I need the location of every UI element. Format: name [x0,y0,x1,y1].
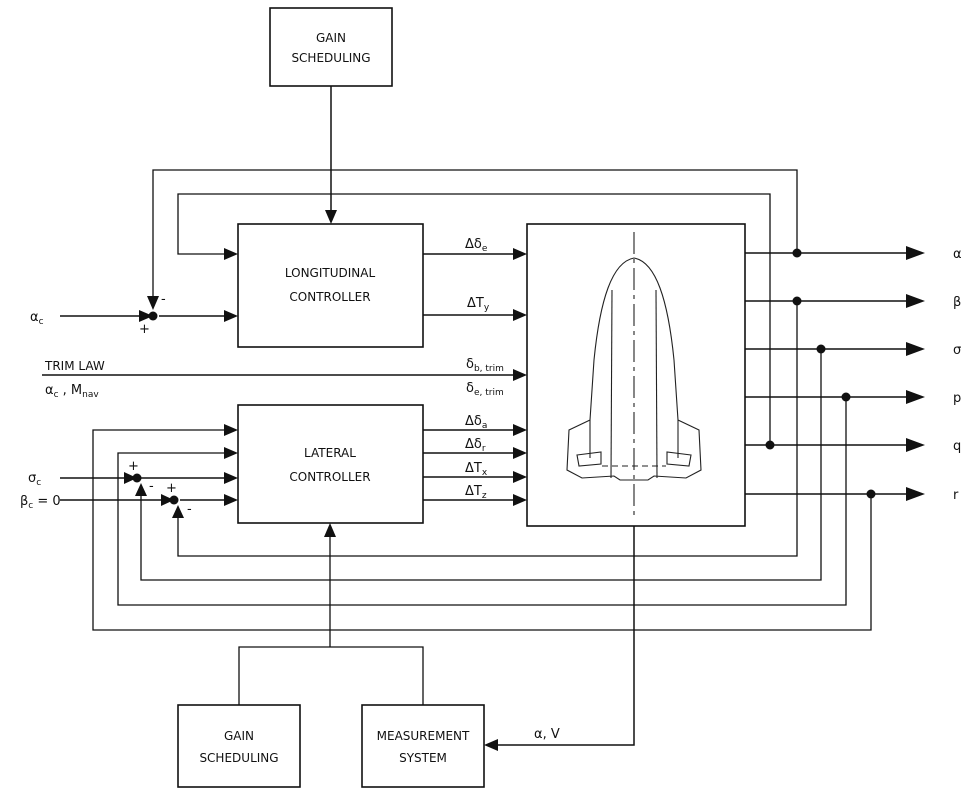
beta-summing-plus: + [166,481,177,496]
gain-scheduling-top-line1: GAIN [316,31,346,45]
delta-delta-a-label: Δδa [465,414,487,431]
control-labels: Δδe ΔTy δb, trim δe, trim Δδa Δδr ΔTx ΔT… [465,237,504,501]
longitudinal-controller-block: LONGITUDINAL CONTROLLER [237,223,424,348]
delta-T-z-label: ΔTz [465,484,487,501]
alpha-summing-plus: + [139,322,150,337]
sigma-c-label: σc [28,471,41,488]
feedback-alpha-v-label: α, V [534,727,560,742]
summing-signs: - + + - + - [128,292,192,517]
delta-b-trim-label: δb, trim [466,357,504,374]
lateral-controller-line1: LATERAL [304,446,356,460]
gain-scheduling-bottom-line2: SCHEDULING [199,751,278,765]
beta-c-label: βc = 0 [20,494,61,511]
connection-lines [42,86,925,751]
output-p: p [953,391,961,406]
input-labels: αc σc βc = 0 TRIM LAW αc , Mnav [20,310,105,511]
measurement-system-line2: SYSTEM [399,751,447,765]
alpha-c-label: αc [30,310,44,327]
sigma-summing-plus: + [128,459,139,474]
trim-law-inputs-label: αc , Mnav [45,383,99,400]
output-beta: β [953,295,961,310]
gain-scheduling-top-line2: SCHEDULING [291,51,370,65]
lateral-controller-block: LATERAL CONTROLLER [237,404,424,524]
delta-delta-r-label: Δδr [465,437,486,454]
longitudinal-controller-line2: CONTROLLER [289,290,370,304]
delta-T-y-label: ΔTy [467,296,490,313]
gain-scheduling-top-block: GAIN SCHEDULING [269,7,393,87]
gain-scheduling-bottom-block: GAIN SCHEDULING [177,704,301,788]
spaceplane-icon [566,232,702,518]
delta-e-trim-label: δe, trim [466,381,504,398]
gain-scheduling-bottom-line1: GAIN [224,729,254,743]
sigma-summing-minus: - [149,479,154,494]
alpha-summing-minus: - [161,292,166,307]
output-alpha: α [953,247,962,262]
beta-summing-minus: - [187,502,192,517]
lateral-controller-line2: CONTROLLER [289,470,370,484]
delta-delta-e-label: Δδe [465,237,488,254]
output-labels: α β σ p q r [953,247,962,503]
delta-T-x-label: ΔTx [465,461,488,478]
output-r: r [953,488,959,503]
measurement-system-line1: MEASUREMENT [377,729,470,743]
output-sigma: σ [953,343,961,358]
longitudinal-controller-line1: LONGITUDINAL [285,266,376,280]
output-q: q [953,439,961,454]
measurement-system-block: MEASUREMENT SYSTEM [361,704,485,788]
junction-dots [132,248,876,505]
vehicle-plant-block [526,223,746,527]
trim-law-label: TRIM LAW [44,359,105,373]
